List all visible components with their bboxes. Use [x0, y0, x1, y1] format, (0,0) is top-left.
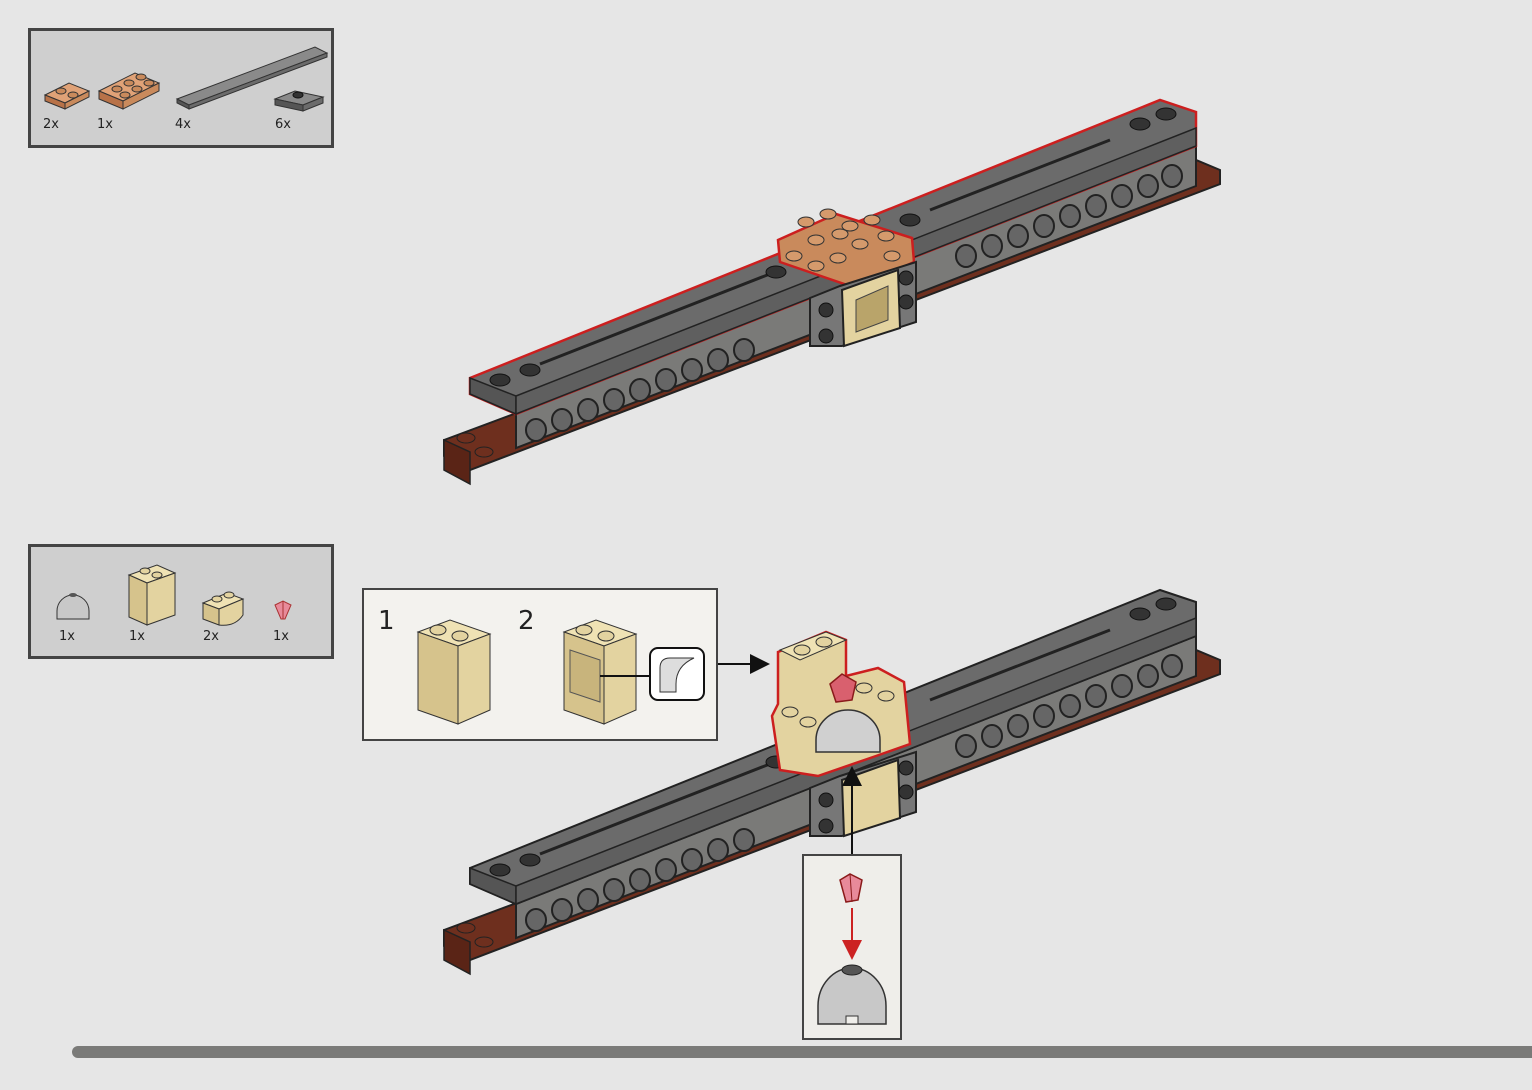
jewel-dome-callout	[802, 854, 902, 1040]
jewel-dome-art	[804, 856, 900, 1038]
round-dome-icon	[818, 965, 886, 1024]
tan-brick-icon	[418, 620, 490, 724]
page-progress-bar	[72, 1046, 1532, 1058]
subassembly-callout: 1 2	[362, 588, 718, 741]
sticker-icon	[650, 648, 704, 700]
subassembly-art	[364, 590, 716, 739]
step1-model	[444, 100, 1220, 484]
jewel-icon	[840, 874, 862, 902]
tan-brick-sticker-icon	[564, 620, 650, 724]
